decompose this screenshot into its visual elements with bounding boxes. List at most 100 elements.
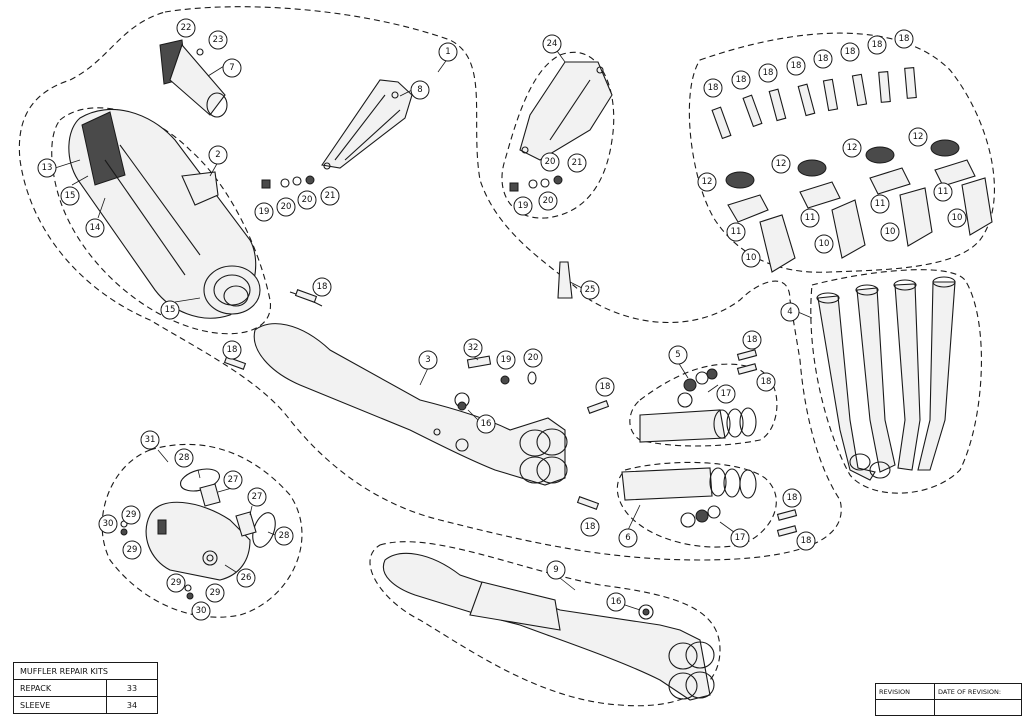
kit-name: REPACK	[13, 679, 107, 697]
callout-number: 3	[425, 355, 430, 365]
callout-number: 18	[227, 345, 238, 355]
callout-number: 18	[747, 335, 758, 345]
callout-number: 18	[845, 47, 856, 57]
callout-number: 18	[317, 282, 328, 292]
callout-11: 11	[933, 182, 953, 202]
kit-number: 34	[106, 696, 158, 714]
callout-number: 27	[228, 475, 239, 485]
muffler-repair-kits-table: MUFFLER REPAIR KITS REPACK 33 SLEEVE 34	[13, 662, 158, 714]
callout-number: 7	[229, 63, 234, 73]
callout-31: 31	[140, 430, 160, 450]
revision-table: REVISION DATE OF REVISION:	[875, 683, 1022, 716]
callout-number: 8	[417, 85, 422, 95]
callout-18: 18	[867, 35, 887, 55]
fastener-set-left	[261, 175, 315, 189]
callout-21: 21	[567, 153, 587, 173]
callout-27: 27	[223, 470, 243, 490]
callout-18: 18	[312, 277, 332, 297]
callout-number: 13	[42, 163, 53, 173]
callout-number: 29	[126, 510, 137, 520]
callout-number: 11	[938, 187, 949, 197]
callout-number: 22	[181, 23, 192, 33]
callout-20: 20	[297, 190, 317, 210]
callout-number: 18	[600, 382, 611, 392]
table-row: REPACK 33	[13, 679, 158, 697]
callout-17: 17	[716, 384, 736, 404]
callout-28: 28	[274, 526, 294, 546]
callout-number: 15	[65, 191, 76, 201]
callout-11: 11	[870, 194, 890, 214]
bracket-24	[519, 61, 613, 161]
callout-number: 20	[281, 202, 292, 212]
callout-number: 11	[805, 213, 816, 223]
callout-18: 18	[786, 56, 806, 76]
callout-number: 4	[787, 307, 792, 317]
callout-26: 26	[236, 568, 256, 588]
callout-number: 6	[625, 533, 630, 543]
callout-20: 20	[276, 197, 296, 217]
muffler	[68, 109, 261, 319]
callout-7: 7	[222, 58, 242, 78]
kit-name: SLEEVE	[13, 696, 107, 714]
callout-number: 30	[196, 606, 207, 616]
callout-12: 12	[842, 138, 862, 158]
callout-number: 15	[165, 305, 176, 315]
revision-value	[875, 699, 935, 716]
callout-18: 18	[580, 517, 600, 537]
callout-number: 10	[819, 239, 830, 249]
table-row: SLEEVE 34	[13, 696, 158, 714]
callout-10: 10	[741, 248, 761, 268]
callout-labels: 1234567891010101011111111121212121314151…	[37, 18, 967, 621]
callout-number: 20	[545, 157, 556, 167]
group-outline-header-4	[810, 269, 982, 494]
callout-32: 32	[463, 338, 483, 358]
callout-18: 18	[758, 63, 778, 83]
callout-number: 12	[847, 143, 858, 153]
mid-pipe-9	[382, 552, 715, 701]
callout-number: 18	[763, 68, 774, 78]
callout-number: 18	[818, 54, 829, 64]
callout-18: 18	[703, 78, 723, 98]
callout-number: 17	[735, 533, 746, 543]
callout-number: 21	[325, 191, 336, 201]
callout-16: 16	[476, 414, 496, 434]
callout-number: 25	[585, 285, 596, 295]
callout-10: 10	[947, 208, 967, 228]
callout-number: 12	[776, 159, 787, 169]
callout-number: 12	[702, 177, 713, 187]
callout-5: 5	[668, 345, 688, 365]
callout-30: 30	[191, 601, 211, 621]
callout-18: 18	[731, 70, 751, 90]
callout-9: 9	[546, 560, 566, 580]
callout-11: 11	[800, 208, 820, 228]
group-outline-bracket-24	[501, 51, 615, 219]
callout-18: 18	[222, 340, 242, 360]
callout-number: 18	[787, 493, 798, 503]
callout-number: 5	[675, 350, 680, 360]
callout-18: 18	[595, 377, 615, 397]
callout-number: 19	[501, 355, 512, 365]
callout-18: 18	[782, 488, 802, 508]
spring-tool-25	[557, 261, 573, 299]
callout-12: 12	[771, 154, 791, 174]
callout-number: 10	[885, 227, 896, 237]
callout-20: 20	[540, 152, 560, 172]
kits-table-title: MUFFLER REPAIR KITS	[13, 662, 158, 680]
callout-1: 1	[438, 42, 458, 62]
callout-11: 11	[726, 222, 746, 242]
callout-number: 21	[572, 158, 583, 168]
date-of-revision-value	[934, 699, 1022, 716]
callout-18: 18	[742, 330, 762, 350]
callout-20: 20	[523, 348, 543, 368]
callout-12: 12	[697, 172, 717, 192]
kit-number: 33	[106, 679, 158, 697]
callout-29: 29	[121, 505, 141, 525]
callout-27: 27	[247, 487, 267, 507]
callout-number: 32	[468, 343, 479, 353]
callout-18: 18	[840, 42, 860, 62]
callout-24: 24	[542, 34, 562, 54]
callout-19: 19	[513, 196, 533, 216]
callout-15: 15	[60, 186, 80, 206]
callout-16: 16	[606, 592, 626, 612]
